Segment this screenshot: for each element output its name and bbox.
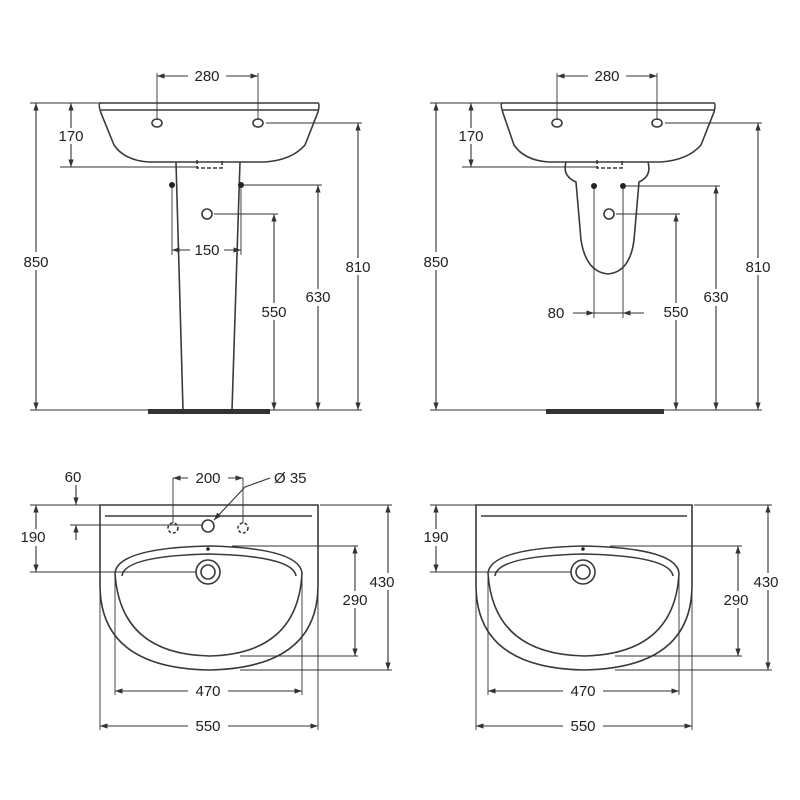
basin-outline (500, 102, 716, 163)
waste-point (201, 208, 213, 220)
tap-hole-left (151, 118, 163, 128)
basin-outline (98, 102, 320, 163)
dim-hole-diameter: Ø 35 (274, 470, 307, 487)
overflow-point (581, 547, 585, 551)
fixing-point-right (620, 183, 626, 189)
tap-hole-right (237, 522, 249, 534)
overflow-point (206, 547, 210, 551)
bowl-inner-outline (494, 553, 674, 577)
dim-bowl-width: 470 (570, 683, 595, 700)
dim-total-width: 550 (570, 718, 595, 735)
dim-waste-height: 550 (663, 304, 688, 321)
plan-view-three-hole: 60 200 Ø 35 190 290 430 470 550 (16, 469, 406, 735)
waste-outlet (196, 160, 223, 169)
waste-point (603, 208, 615, 220)
dim-supply-height: 630 (305, 289, 330, 306)
dim-fixing-spacing: 80 (548, 305, 565, 322)
floor-line (546, 409, 664, 414)
dim-total-depth: 430 (753, 574, 778, 591)
pedestal-outline (175, 161, 241, 411)
dim-pedestal-spacing: 150 (194, 242, 219, 259)
bowl-inner-outline (121, 553, 297, 577)
basin-outline (475, 504, 693, 671)
tap-hole-left (167, 522, 179, 534)
floor-line (148, 409, 270, 414)
dim-waste-offset: 190 (423, 529, 448, 546)
dim-rim-height: 810 (345, 259, 370, 276)
waste-outlet (596, 160, 623, 169)
fixing-point-left (591, 183, 597, 189)
tap-hole-right (651, 118, 663, 128)
dim-total-height: 850 (23, 254, 48, 271)
dim-overflow-height: 170 (58, 128, 83, 145)
dim-total-depth: 430 (369, 574, 394, 591)
dim-tap-spacing: 280 (594, 68, 619, 85)
dim-supply-height: 630 (703, 289, 728, 306)
dim-total-width: 550 (195, 718, 220, 735)
dim-overflow-height: 170 (458, 128, 483, 145)
bowl-outline (487, 545, 680, 657)
waste-hole-inner (200, 564, 216, 580)
supply-point-left (169, 182, 175, 188)
bowl-outline (114, 545, 303, 657)
plan-view-one-hole: 190 290 430 470 550 (418, 504, 786, 735)
waste-hole-inner (575, 564, 591, 580)
dim-hole-offset: 60 (65, 469, 82, 486)
waste-hole-outer (570, 559, 596, 585)
dim-bowl-depth: 290 (723, 592, 748, 609)
semi-pedestal-outline (564, 161, 650, 275)
dim-waste-height: 550 (261, 304, 286, 321)
dim-hole-spacing: 200 (195, 470, 220, 487)
tap-hole-center (201, 519, 215, 533)
tap-hole-left (551, 118, 563, 128)
dim-bowl-width: 470 (195, 683, 220, 700)
waste-hole-outer (195, 559, 221, 585)
dim-bowl-depth: 290 (342, 592, 367, 609)
semi-pedestal-elevation-view: 280 170 850 80 550 630 810 (418, 67, 775, 414)
tap-hole-right (252, 118, 264, 128)
dim-rim-height: 810 (745, 259, 770, 276)
pedestal-elevation-view: 280 170 850 150 550 630 810 (18, 67, 375, 414)
basin-outline (99, 504, 319, 671)
supply-point-right (238, 182, 244, 188)
dim-tap-spacing: 280 (194, 68, 219, 85)
dim-total-height: 850 (423, 254, 448, 271)
dim-waste-offset: 190 (20, 529, 45, 546)
